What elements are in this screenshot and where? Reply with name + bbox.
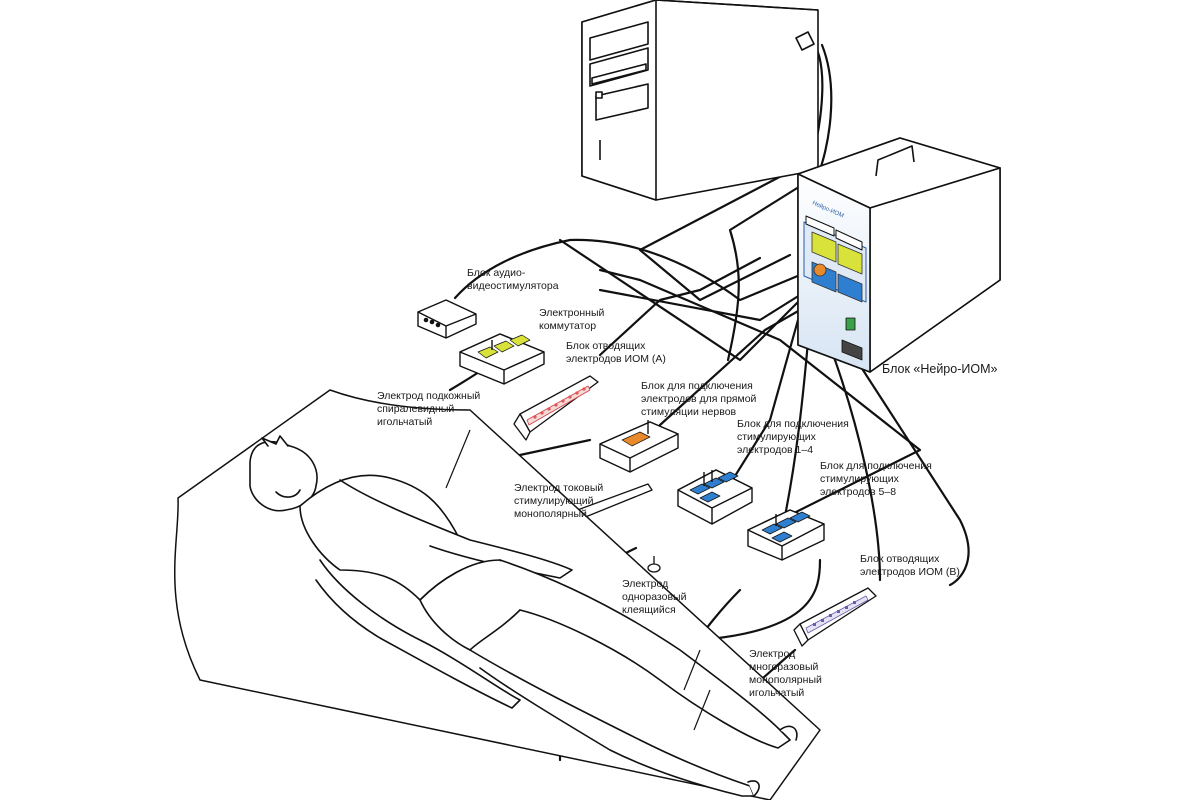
label-stim-1-4-block: Блок для подключения стимулирующих элект… bbox=[737, 418, 849, 456]
label-disposable-electrode: Электрод одноразовый клеящийся bbox=[622, 578, 687, 616]
block-iom-b bbox=[793, 587, 877, 647]
needle-electrodes bbox=[445, 429, 711, 731]
stim-5-8-block bbox=[747, 509, 825, 561]
audio-video-stimulator bbox=[417, 299, 477, 339]
neuro-iom-device bbox=[797, 137, 1001, 373]
label-block-iom-b: Блок отводящих электродов ИОМ (B) bbox=[860, 553, 960, 578]
label-electronic-commutator: Электронный коммутатор bbox=[539, 307, 605, 332]
label-reusable-electrode: Электрод многоразовый монополярный иголь… bbox=[749, 648, 822, 699]
label-nerve-stimulation-block: Блок для подключения электродов для прям… bbox=[641, 380, 757, 418]
electronic-commutator bbox=[459, 333, 545, 385]
label-audio-video-stimulator: Блок аудио- видеостимулятора bbox=[467, 267, 559, 292]
label-neuro-iom: Блок «Нейро-ИОМ» bbox=[882, 362, 998, 376]
stim-1-4-block bbox=[677, 469, 753, 525]
label-current-electrode: Электрод токовый стимулирующий монополяр… bbox=[514, 482, 604, 520]
nerve-stimulation-block bbox=[599, 420, 679, 473]
pc-tower bbox=[581, 0, 819, 201]
label-subdermal-electrode: Электрод подкожный спиралевидный игольча… bbox=[377, 390, 481, 428]
block-iom-a bbox=[513, 375, 599, 441]
patient-figure bbox=[249, 435, 798, 797]
label-block-iom-a: Блок отводящих электродов ИОМ (А) bbox=[566, 340, 666, 365]
disposable-electrode bbox=[647, 556, 661, 573]
label-stim-5-8-block: Блок для подключения стимулирующих элект… bbox=[820, 460, 932, 498]
